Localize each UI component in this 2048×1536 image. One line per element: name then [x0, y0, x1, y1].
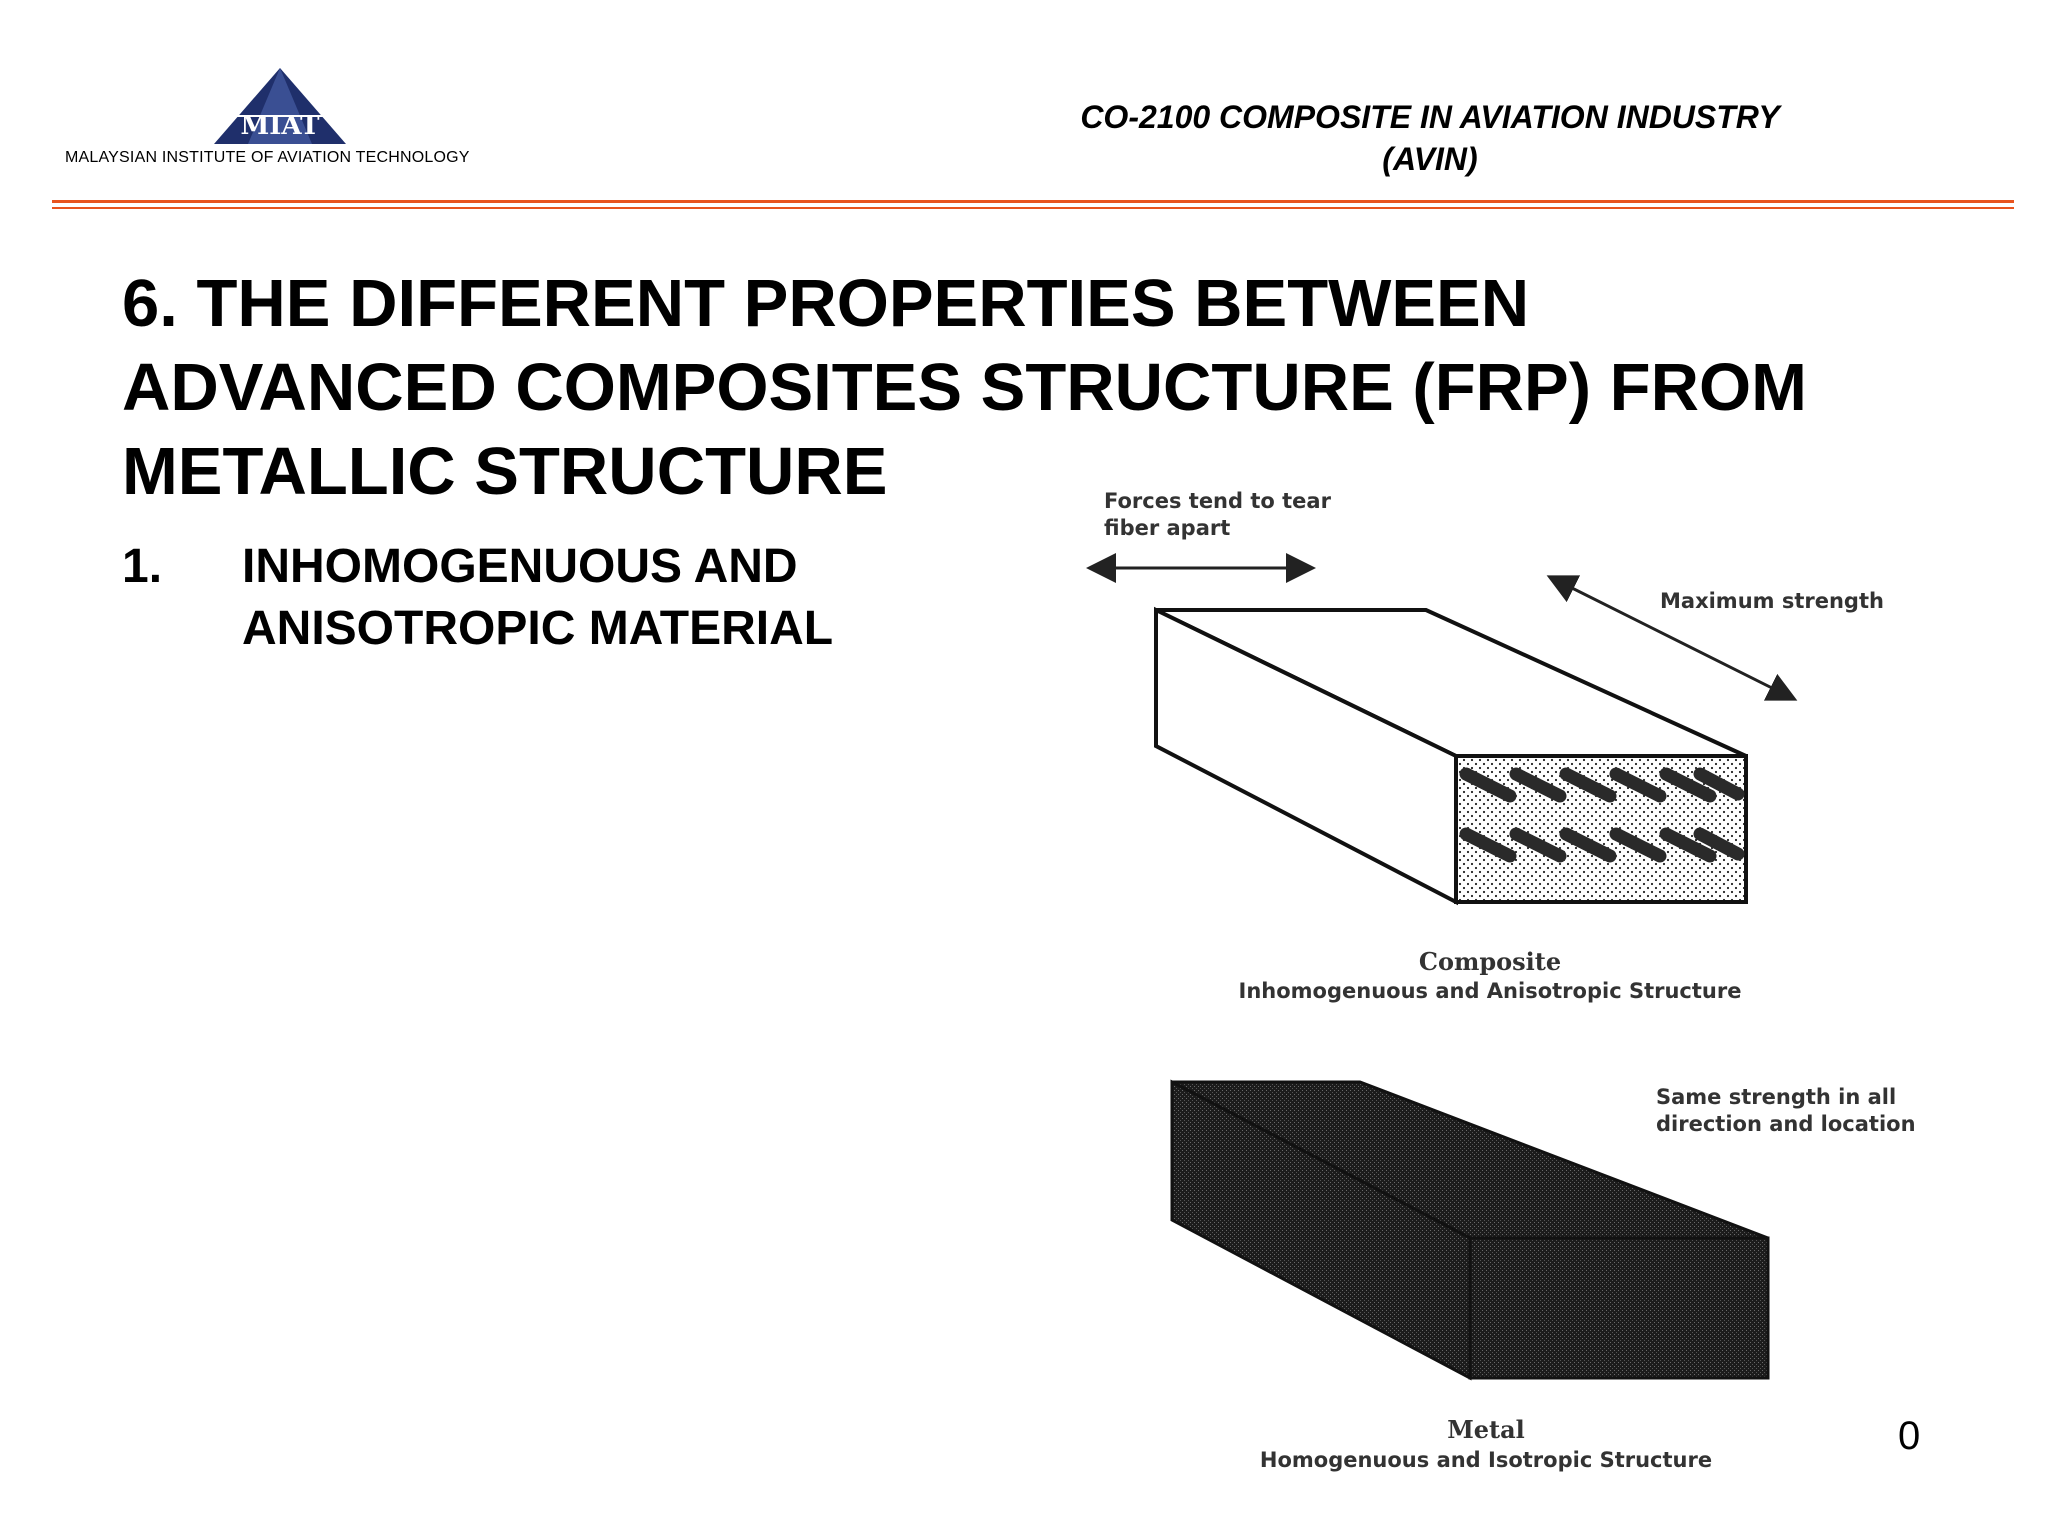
miat-logo: MIAT — [214, 68, 346, 144]
composite-caption-title: Composite — [1419, 947, 1561, 976]
institute-name: MALAYSIAN INSTITUTE OF AVIATION TECHNOLO… — [65, 149, 470, 166]
point-text-line-1: INHOMOGENUOUS AND — [242, 540, 798, 593]
forces-label-line-2: fiber apart — [1104, 516, 1230, 540]
fiber-bundles — [1459, 767, 1745, 863]
course-title-line-2: (AVIN) — [1382, 141, 1478, 177]
metal-block — [1170, 1079, 1770, 1381]
metal-caption-title: Metal — [1447, 1415, 1525, 1444]
course-title-line-1: CO-2100 COMPOSITE IN AVIATION INDUSTRY — [1080, 99, 1780, 135]
point-number: 1. — [122, 540, 163, 593]
slide-title-line-3: METALLIC STRUCTURE — [122, 434, 888, 509]
page-number: 0 — [1898, 1414, 1921, 1458]
slide-title-line-2: ADVANCED COMPOSITES STRUCTURE (FRP) FROM — [122, 350, 1807, 425]
header-divider-secondary — [52, 207, 2014, 209]
point-text: INHOMOGENUOUS AND ANISOTROPIC MATERIAL — [242, 536, 833, 660]
metal-strength-label-line-1: Same strength in all — [1656, 1085, 1896, 1109]
forces-label-line-1: Forces tend to tear — [1104, 489, 1332, 513]
header-divider — [52, 200, 2014, 203]
max-strength-label: Maximum strength — [1660, 589, 1884, 613]
slide-title: 6. THE DIFFERENT PROPERTIES BETWEEN ADVA… — [122, 262, 2002, 514]
composite-caption-subtitle: Inhomogenuous and Anisotropic Structure — [1239, 979, 1742, 1003]
course-title: CO-2100 COMPOSITE IN AVIATION INDUSTRY (… — [1040, 96, 1820, 180]
metal-caption-subtitle: Homogenuous and Isotropic Structure — [1260, 1448, 1712, 1472]
slide-title-line-1: 6. THE DIFFERENT PROPERTIES BETWEEN — [122, 266, 1530, 341]
point-text-line-2: ANISOTROPIC MATERIAL — [242, 602, 834, 655]
composite-block — [1154, 606, 1748, 906]
metal-strength-label-line-2: direction and location — [1656, 1112, 1916, 1136]
max-strength-arrow — [1546, 575, 1798, 701]
composite-vs-metal-figure: Forces tend to tear fiber apart Maximum … — [1086, 489, 1916, 1472]
logo-lettering: MIAT — [240, 111, 320, 141]
